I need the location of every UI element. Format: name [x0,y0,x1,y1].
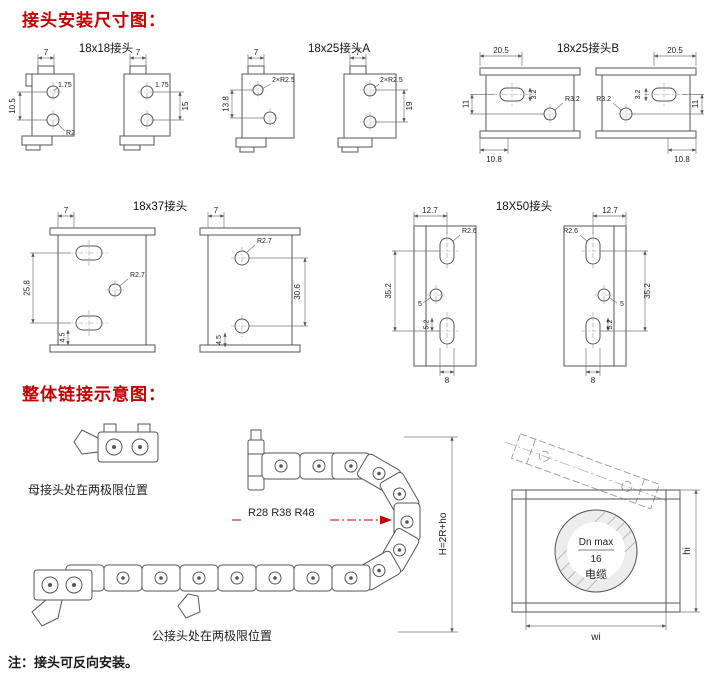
c1837-dim-top-right: 7 [214,206,219,215]
c1850-dim-slot-left: 5.2 [424,320,431,330]
connector-18x37-label: 18x37接头 [133,200,187,213]
cable-label: 电缆 [585,568,607,581]
c1818-dim-height-right: 15 [181,101,190,110]
c1850-dim-bottom-left: 8 [445,376,450,385]
tilted-link-phantom [504,433,671,510]
c1837-dim-top-left: 7 [64,206,69,215]
bend-radius-arrow [380,515,392,525]
c1850-dim-bottom-right: 8 [591,376,596,385]
c1825a-right-view: 7 2×R2.5 19 [337,48,414,153]
c1837-dim-radius-left: R2.7 [130,272,145,279]
c1850-dim-hole-left: 5 [418,301,422,308]
connector-18x18-label: 18x18接头 [79,42,133,55]
height-formula-text: H=2R+ho [438,512,449,555]
c1837-dim-slot-right: 4.5 [216,335,223,345]
c1825a-dim-height-right: 19 [405,101,414,110]
female-connector-label: 母接头处在两极限位置 [28,482,148,497]
c1825b-dim-width-left: 20.5 [493,46,509,55]
connector-18x25a-drawing: 18x25接头A 7 2×R2.5 13.8 [222,42,414,153]
c1825a-dim-top-left: 7 [254,48,259,57]
c1825b-dim-bottom-left: 10.8 [486,155,502,164]
section2-title: 整体链接示意图： [22,385,166,404]
connector-18x50-label: 18X50接头 [496,200,552,213]
inner-width-dim: wi [590,632,600,643]
c1818-dim-radius: R2 [66,130,75,137]
cross-section: Dn max 16 电缆 hi wi [511,489,700,643]
connector-18x50-drawing: 18X50接头 12.7 R2.6 5 35.2 5.2 8 [384,200,652,385]
c1825b-dim-bottom-right: 10.8 [674,155,690,164]
height-dimension: H=2R+ho [398,436,458,633]
c1825b-dim-height-right: 11 [691,99,700,108]
male-connector-part [31,569,201,627]
c1818-dim-offset-left: 1.75 [58,82,72,89]
c1825b-dim-width-right: 20.5 [667,46,683,55]
c1850-dim-slot-right: 5.2 [607,320,614,330]
section1-title: 接头安装尺寸图： [22,11,166,30]
c1818-dim-height-left: 10.5 [8,98,17,114]
c1825b-dim-height-left: 11 [462,99,471,108]
c1825a-dim-height-left: 13.8 [222,96,231,112]
c1850-right-view: 12.7 R2.6 5 35.2 5.2 8 [563,206,652,385]
chain-schematic-drawing: 母接头处在两极限位置 [28,423,700,643]
c1818-left-view: 7 1.75 10.5 R2 [8,48,75,151]
c1837-left-view: 7 R2.7 25.8 4.5 [23,206,156,353]
c1837-dim-radius-right: R2.7 [257,238,272,245]
c1850-dim-radius-right: R2.6 [563,228,578,235]
chain-links [65,452,421,592]
connector-18x25b-label: 18x25接头B [557,42,619,55]
connector-18x25a-label: 18x25接头A [308,42,370,55]
c1818-dim-offset-right: 1.75 [155,82,169,89]
c1818-dim-top-right: 7 [136,48,141,57]
pawl-piece [177,593,201,619]
c1850-dim-hole-right: 5 [620,301,624,308]
chain-top-end-bracket [247,429,265,491]
c1850-left-view: 12.7 R2.6 5 35.2 5.2 8 [384,206,477,385]
c1825a-dim-radius-left: 2×R2.5 [272,77,295,84]
connector-18x18-drawing: 18x18接头 7 1.75 10.5 R2 [8,42,190,151]
c1825b-dim-radius-left: R3.2 [565,96,580,103]
c1850-dim-top-right: 12.7 [602,206,618,215]
male-connector-label: 公接头处在两极限位置 [152,628,272,643]
c1850-dim-top-left: 12.7 [422,206,438,215]
dn-value: 16 [590,554,602,565]
c1825b-dim-slot-right: 3.2 [635,90,642,100]
c1837-right-view: 7 R2.7 4.5 30.6 [199,206,308,353]
dn-max-label: Dn max [579,537,613,548]
c1850-dim-height-right: 35.2 [643,283,652,299]
c1825b-right-view: 20.5 3.2 11 R3.2 10.8 [595,46,704,164]
c1825b-dim-slot-left: 3.2 [531,90,538,100]
c1837-dim-height-left: 25.8 [23,280,32,296]
connector-18x37-drawing: 18x37接头 7 R2.7 25.8 4.5 [23,200,308,353]
c1825a-dim-top-right: 7 [356,48,361,57]
c1825b-left-view: 20.5 3.2 11 R3.2 10.8 [462,46,581,164]
female-connector-part [73,423,159,463]
c1850-dim-height-left: 35.2 [384,283,393,299]
c1818-dim-top-left: 7 [44,48,49,57]
c1825b-dim-radius-right: R3.2 [596,96,611,103]
inner-height-dim: hi [682,547,693,555]
c1837-dim-slot-left: 4.5 [60,333,67,343]
note-text: 注：接头可反向安装。 [8,655,139,670]
c1825a-left-view: 7 2×R2.5 13.8 [222,48,295,153]
c1850-dim-radius-left: R2.6 [462,228,477,235]
bend-radius-annotation: R28 R38 R48 [232,507,392,525]
c1818-right-view: 7 1.75 15 [119,48,190,151]
bend-radius-values: R28 R38 R48 [248,507,315,519]
c1825a-dim-radius-right: 2×R2.5 [380,77,403,84]
c1837-dim-height-right: 30.6 [293,284,302,300]
connector-18x25b-drawing: 18x25接头B 20.5 3.2 11 R3.2 10.8 [462,42,704,164]
